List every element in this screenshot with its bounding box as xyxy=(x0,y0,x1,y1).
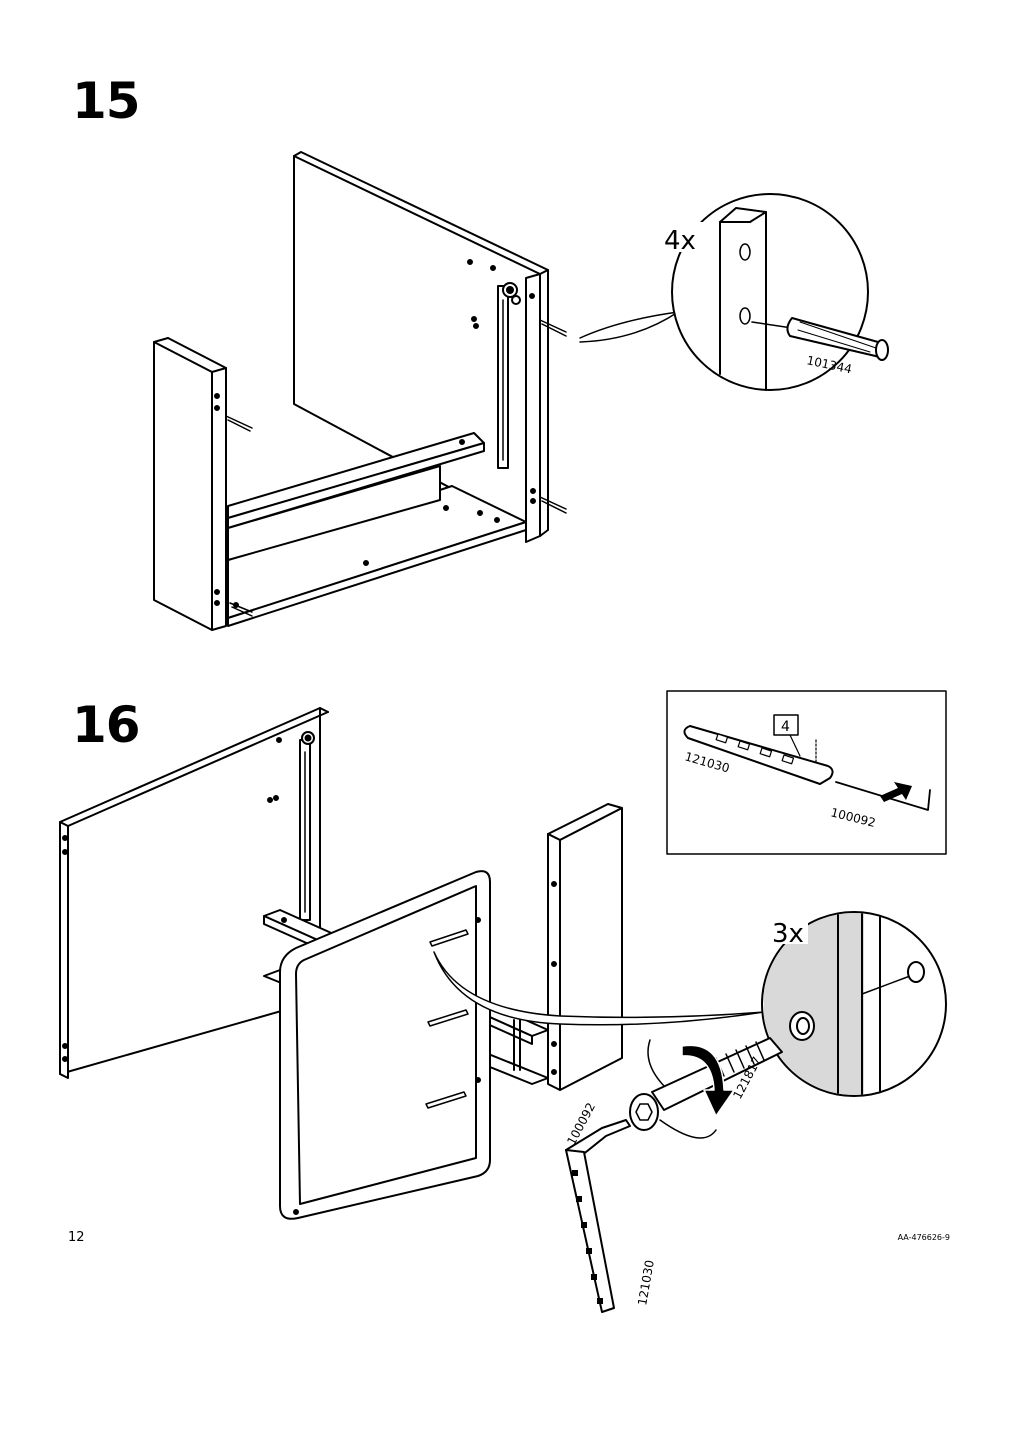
left-side-panel xyxy=(153,337,239,631)
step-15-drawing xyxy=(153,151,679,631)
back-panel-16 xyxy=(59,707,329,1079)
screw-121817 xyxy=(629,1037,783,1139)
document-code: AA-476626-9 xyxy=(897,1233,950,1242)
dowel-detail xyxy=(786,317,889,361)
right-side-panel xyxy=(525,273,541,543)
hinge-rail xyxy=(497,282,521,469)
step-16-quantity: 3x xyxy=(772,919,804,949)
detail-circle-dowel xyxy=(663,193,889,391)
step-16-drawing xyxy=(59,707,765,1220)
page-number: 12 xyxy=(68,1230,85,1245)
part-121030-label: 121030 xyxy=(635,1259,657,1307)
front-rail xyxy=(227,432,485,561)
hex-key-tool xyxy=(565,1119,631,1313)
step-16-number: 16 xyxy=(72,696,141,754)
screws-16 xyxy=(425,929,469,1109)
side-panel-16 xyxy=(547,803,623,1091)
inset-tool-box xyxy=(666,690,947,855)
inset-step-ref: 4 xyxy=(781,719,790,735)
dowels xyxy=(225,319,567,617)
hinge-rail-16 xyxy=(299,731,315,921)
step-15-number: 15 xyxy=(72,72,141,130)
step-15-quantity: 4x xyxy=(664,226,696,256)
bottom-panel xyxy=(227,485,527,627)
